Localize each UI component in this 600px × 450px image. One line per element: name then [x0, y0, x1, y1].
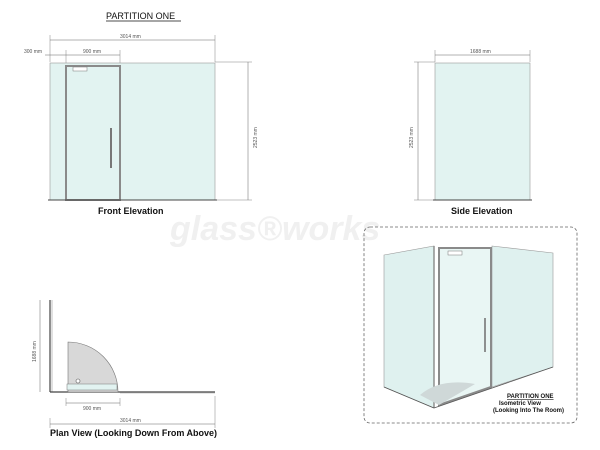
side-elevation: 1688 mm 2523 mm Side Elevation [409, 49, 532, 216]
plan-door-leaf [66, 383, 118, 391]
iso-label-line1: Isometric View [499, 401, 541, 407]
plan-door-pivot [75, 378, 81, 384]
side-elevation-caption: Side Elevation [451, 206, 513, 216]
door-closer [72, 66, 88, 72]
front-width-label: 3014 mm [120, 34, 141, 40]
plan-door-label: 900 mm [83, 406, 101, 412]
front-height-label: 2523 mm [253, 127, 259, 148]
iso-floor-line-left [383, 386, 435, 409]
door-swing-arc [67, 341, 119, 393]
iso-front-panel [491, 245, 554, 388]
front-glass-panel [49, 62, 216, 201]
plan-depth-label: 1688 mm [32, 341, 38, 362]
plan-view-caption: Plan View (Looking Down From Above) [50, 428, 217, 438]
front-return-label: 300 mm [24, 49, 42, 55]
watermark: glass®works [169, 210, 380, 248]
side-width-label: 1688 mm [470, 49, 491, 55]
front-elevation-caption: Front Elevation [98, 206, 164, 216]
iso-side-panel [383, 245, 435, 409]
front-elevation: 3014 mm 900 mm 300 mm 2523 mm Front Elev… [24, 34, 259, 216]
iso-door-closer [447, 250, 463, 256]
iso-floor-line-right [433, 366, 554, 409]
side-glass-panel [434, 62, 531, 201]
plan-width-label: 3014 mm [120, 418, 141, 424]
iso-label-line2: (Looking Into The Room) [493, 408, 564, 414]
isometric-frame [363, 226, 578, 424]
drawing-title: PARTITION ONE [106, 11, 175, 21]
iso-door [438, 247, 492, 407]
side-height-label: 2523 mm [409, 127, 415, 148]
plan-view: 1688 mm 900 mm 3014 mm Plan View (Lookin… [32, 300, 217, 438]
front-door-label: 900 mm [83, 49, 101, 55]
isometric-view: PARTITION ONE Isometric View (Looking In… [363, 226, 578, 424]
iso-title: PARTITION ONE [507, 394, 554, 400]
iso-floor-swing [420, 382, 475, 405]
